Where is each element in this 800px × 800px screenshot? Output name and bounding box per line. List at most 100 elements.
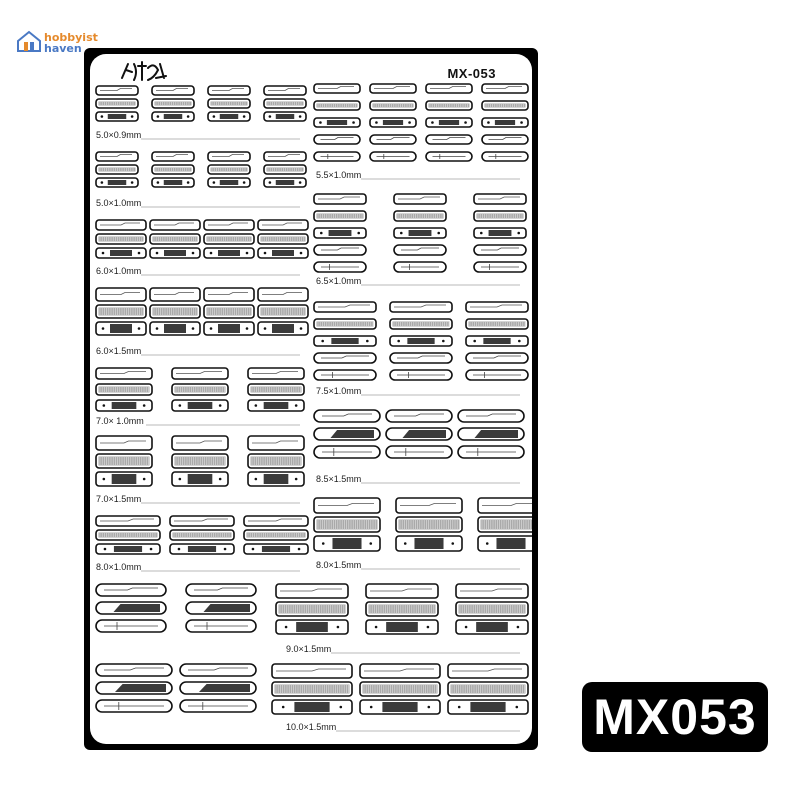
grille-part <box>247 383 305 396</box>
bracket-part <box>247 367 305 380</box>
pill-part <box>465 369 529 381</box>
logo-text-line1: hobbyist <box>44 31 98 44</box>
pill-part <box>465 352 529 364</box>
pill-part <box>185 583 257 597</box>
bracket-part <box>151 151 195 162</box>
bracket-part <box>95 367 153 380</box>
mount-plate-part <box>481 117 529 128</box>
size-label: 7.5×1.0mm <box>316 386 361 396</box>
pill-part <box>457 427 525 441</box>
grille-part <box>393 210 447 222</box>
bracket-part <box>171 367 229 380</box>
size-label: 9.0×1.5mm <box>286 644 331 654</box>
size-label: 6.5×1.0mm <box>316 276 361 286</box>
grille-part <box>389 318 453 330</box>
mount-plate-part <box>425 117 473 128</box>
grille-part <box>247 453 305 469</box>
bracket-part <box>247 435 305 451</box>
pill-part <box>95 699 173 713</box>
pill-part <box>385 427 453 441</box>
mount-plate-part <box>389 335 453 347</box>
pill-part <box>369 134 417 145</box>
size-label: 10.0×1.5mm <box>286 722 336 732</box>
grille-part <box>313 210 367 222</box>
grille-part <box>263 98 307 109</box>
grille-part <box>465 318 529 330</box>
size-label: 8.0×1.5mm <box>316 560 361 570</box>
mount-plate-part <box>313 117 361 128</box>
grille-part <box>481 100 529 111</box>
mount-plate-part <box>247 399 305 412</box>
grille-part <box>207 98 251 109</box>
pill-part <box>389 369 453 381</box>
pill-part <box>185 601 257 615</box>
pill-part <box>179 681 257 695</box>
mount-plate-part <box>169 543 235 555</box>
grille-part <box>203 304 255 319</box>
mount-plate-part <box>263 111 307 122</box>
pill-part <box>185 619 257 633</box>
mount-plate-part <box>95 111 139 122</box>
mount-plate-part <box>455 619 529 635</box>
grille-part <box>95 164 139 175</box>
pill-part <box>393 261 447 273</box>
grille-part <box>169 529 235 541</box>
size-label: 5.0×0.9mm <box>96 130 141 140</box>
pill-part <box>457 445 525 459</box>
bracket-part <box>365 583 439 599</box>
bracket-part <box>203 219 255 231</box>
mount-plate-part <box>365 619 439 635</box>
pill-part <box>425 134 473 145</box>
pill-part <box>385 445 453 459</box>
bracket-part <box>465 301 529 313</box>
bracket-part <box>95 515 161 527</box>
pill-part <box>389 352 453 364</box>
hobbyist-haven-logo: hobbyist haven <box>14 14 98 58</box>
pill-part <box>457 409 525 423</box>
bracket-part <box>271 663 353 679</box>
bracket-part <box>243 515 309 527</box>
size-label: 5.5×1.0mm <box>316 170 361 180</box>
pill-part <box>313 151 361 162</box>
mount-plate-part <box>395 535 463 552</box>
mount-plate-part <box>95 247 147 259</box>
bracket-part <box>455 583 529 599</box>
size-label: 6.0×1.5mm <box>96 346 141 356</box>
bracket-part <box>481 83 529 94</box>
grille-part <box>171 453 229 469</box>
pill-part <box>473 261 527 273</box>
pill-part <box>313 261 367 273</box>
pill-part <box>95 619 167 633</box>
pill-part <box>179 663 257 677</box>
pill-part <box>313 352 377 364</box>
bracket-part <box>447 663 529 679</box>
size-label: 8.0×1.0mm <box>96 562 141 572</box>
grille-part <box>95 383 153 396</box>
mount-plate-part <box>313 535 381 552</box>
size-label: 5.0×1.0mm <box>96 198 141 208</box>
mount-plate-part <box>95 177 139 188</box>
pill-part <box>313 427 381 441</box>
pill-part <box>393 244 447 256</box>
grille-part <box>151 164 195 175</box>
pill-part <box>481 134 529 145</box>
mount-plate-part <box>313 335 377 347</box>
grille-part <box>257 304 309 319</box>
bracket-part <box>257 287 309 302</box>
mount-plate-part <box>95 471 153 487</box>
bracket-part <box>151 85 195 96</box>
bracket-part <box>149 287 201 302</box>
mount-plate-part <box>207 177 251 188</box>
pill-part <box>95 601 167 615</box>
pill-part <box>313 409 381 423</box>
grille-part <box>473 210 527 222</box>
product-code-badge: MX053 <box>582 682 768 752</box>
grille-part <box>313 318 377 330</box>
grille-part <box>95 304 147 319</box>
grille-part <box>257 233 309 245</box>
mount-plate-part <box>95 543 161 555</box>
pill-part <box>369 151 417 162</box>
mount-plate-part <box>313 227 367 239</box>
mount-plate-part <box>275 619 349 635</box>
